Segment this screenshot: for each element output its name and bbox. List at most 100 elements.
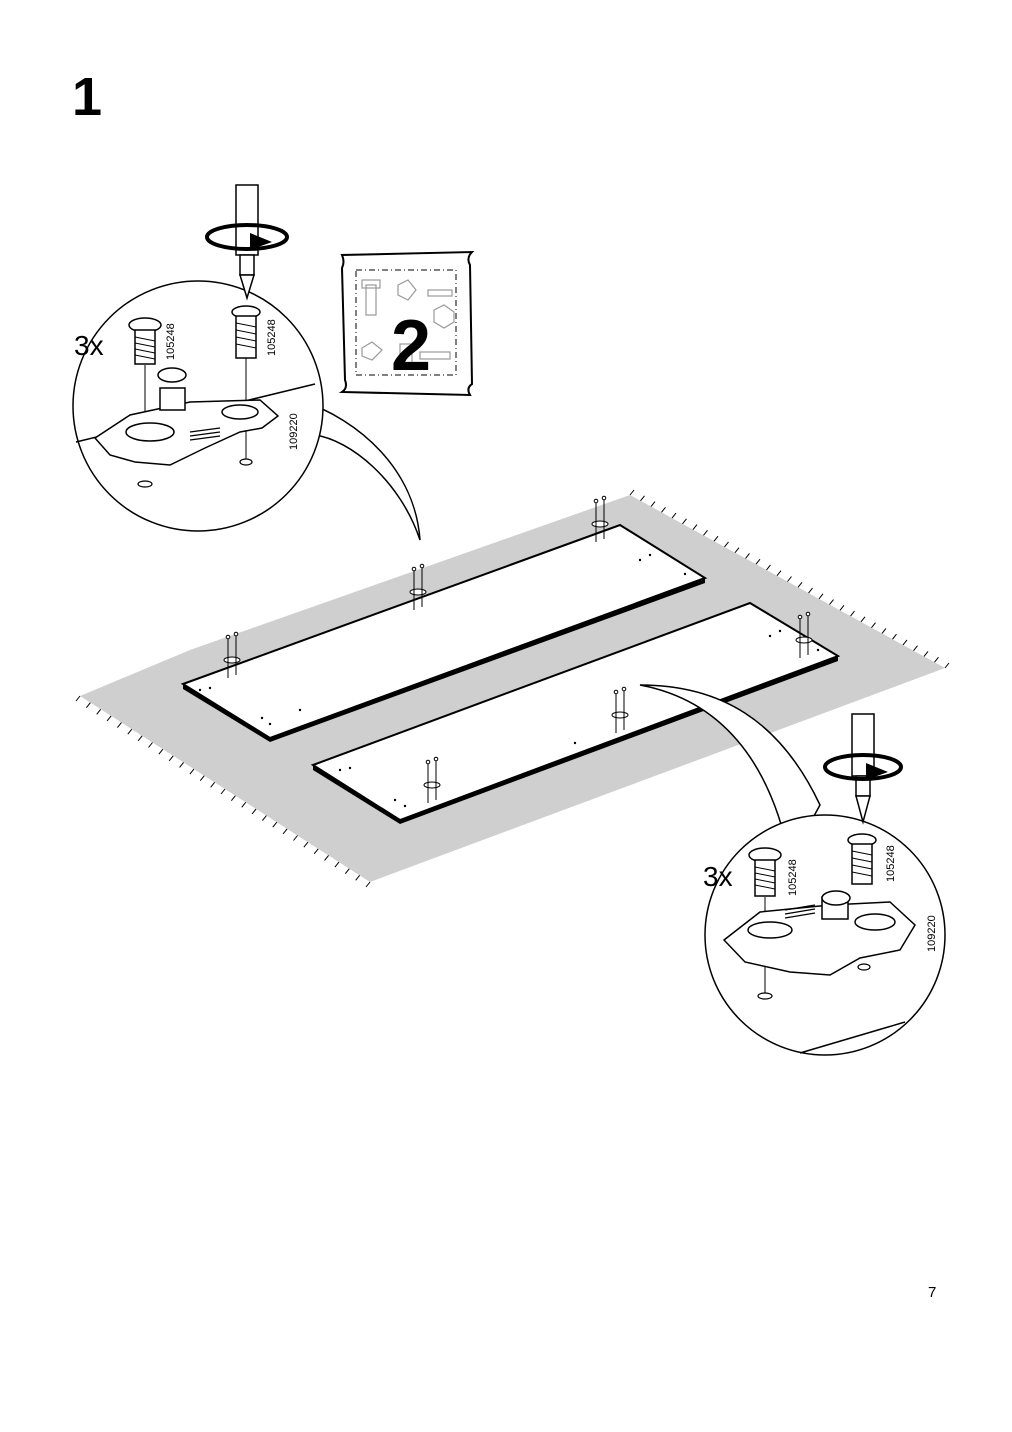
mat-fringe xyxy=(692,524,698,530)
mat-fringe xyxy=(661,506,666,513)
mini-screw-head xyxy=(425,759,431,765)
page-number: 7 xyxy=(928,1284,937,1301)
mat-fringe xyxy=(199,775,205,782)
mat-fringe xyxy=(839,605,845,611)
mat-fringe xyxy=(106,715,112,722)
panel-fittings xyxy=(223,495,813,803)
mini-bracket xyxy=(611,686,629,733)
mat-fringe xyxy=(902,639,908,646)
callout-right: 3x 105248 105248 109220 xyxy=(703,713,946,1056)
mat-fringe xyxy=(210,782,216,788)
mat-fringe xyxy=(776,570,782,577)
mat-fringe xyxy=(293,835,298,841)
mini-screw-head xyxy=(593,498,599,504)
mini-screw-head xyxy=(805,611,811,617)
mat-fringe xyxy=(650,501,656,507)
mat-fringe xyxy=(671,512,677,519)
mat-fringe xyxy=(127,728,133,735)
mat-fringe xyxy=(75,695,81,702)
mini-screw-head xyxy=(233,631,239,637)
step-number: 1 xyxy=(72,67,103,127)
mat-fringe xyxy=(766,564,771,571)
mat-fringe xyxy=(892,633,897,640)
mat-fringe xyxy=(303,841,309,848)
panel-lower xyxy=(310,601,841,824)
mini-bracket xyxy=(423,756,441,803)
part-number-label: 105248 xyxy=(266,319,278,356)
callout-left-pointer xyxy=(298,398,421,541)
mat-fringe xyxy=(871,622,876,628)
screw-icon xyxy=(847,833,877,885)
mat-fringe xyxy=(262,815,267,821)
mat-fringe xyxy=(703,530,708,536)
callout-left: 3x 105248 105248 109220 xyxy=(72,184,324,532)
mat-fringe xyxy=(881,628,887,634)
quantity-label: 3x xyxy=(74,330,104,361)
mat-fringe xyxy=(797,581,803,588)
mini-bracket xyxy=(795,611,813,658)
mat-fringe xyxy=(745,553,750,559)
part-number-label: 109220 xyxy=(926,915,938,952)
mini-screw-head xyxy=(797,614,803,620)
mat-fringe xyxy=(241,801,247,808)
mat-fringe xyxy=(230,795,236,801)
part-number-label: 105248 xyxy=(885,845,897,882)
mat-fringe xyxy=(787,576,792,582)
mat-fringe xyxy=(818,593,824,600)
screw-icon xyxy=(231,305,261,462)
mat-fringe xyxy=(220,788,226,795)
mat-fringe xyxy=(629,489,635,496)
mat-fringe xyxy=(344,868,350,875)
mat-fringe xyxy=(755,558,761,565)
mat-fringe xyxy=(682,518,687,525)
mat-fringe xyxy=(117,722,122,728)
mat-fringe xyxy=(189,768,195,775)
mat-fringe xyxy=(365,881,371,888)
part-number-label: 105248 xyxy=(787,859,799,896)
mat-fringe xyxy=(282,828,288,835)
hardware-bag-badge: 2 xyxy=(338,250,475,397)
mini-screw-head xyxy=(621,686,627,692)
mat-fringe xyxy=(640,495,645,502)
mat-fringe xyxy=(179,762,184,768)
protective-mat xyxy=(75,489,950,888)
mat-fringe xyxy=(158,748,164,755)
mat-fringe xyxy=(168,755,174,762)
mat-fringe xyxy=(272,821,278,828)
quantity-label: 3x xyxy=(703,861,733,892)
mat-fringe xyxy=(808,587,813,594)
mini-bracket xyxy=(409,563,427,610)
screwdriver-icon xyxy=(823,713,903,825)
mounting-bracket-icon xyxy=(722,890,916,1000)
mat-fringe xyxy=(934,656,939,663)
mat-fringe xyxy=(251,808,257,815)
mounting-bracket-icon xyxy=(93,367,280,488)
mini-bracket xyxy=(223,631,241,678)
mat-fringe xyxy=(724,541,729,548)
mat-fringe xyxy=(944,662,950,669)
mat-fringe xyxy=(137,735,143,742)
mat-fringe xyxy=(96,708,102,715)
mat-fringe xyxy=(860,616,866,623)
part-number-label: 109220 xyxy=(288,413,300,450)
badge-number: 2 xyxy=(391,306,431,386)
screwdriver-icon xyxy=(205,184,289,301)
mat-fringe xyxy=(829,599,834,605)
panel-upper xyxy=(180,523,708,742)
mini-screw-head xyxy=(419,563,425,569)
mat-fringe xyxy=(923,651,929,657)
mat-fringe xyxy=(324,855,329,861)
mat-fringe xyxy=(148,742,153,748)
mat-fringe xyxy=(850,610,855,617)
part-number-label: 105248 xyxy=(165,323,177,360)
mat-fringe xyxy=(85,702,91,708)
mat-fringe xyxy=(734,547,740,553)
mini-bracket xyxy=(591,495,609,542)
screw-icon xyxy=(748,847,782,995)
mini-screw-head xyxy=(433,756,439,762)
mini-screw-head xyxy=(613,689,619,695)
mini-screw-head xyxy=(411,566,417,572)
mini-screw-head xyxy=(225,634,231,640)
mat-fringe xyxy=(355,875,361,881)
